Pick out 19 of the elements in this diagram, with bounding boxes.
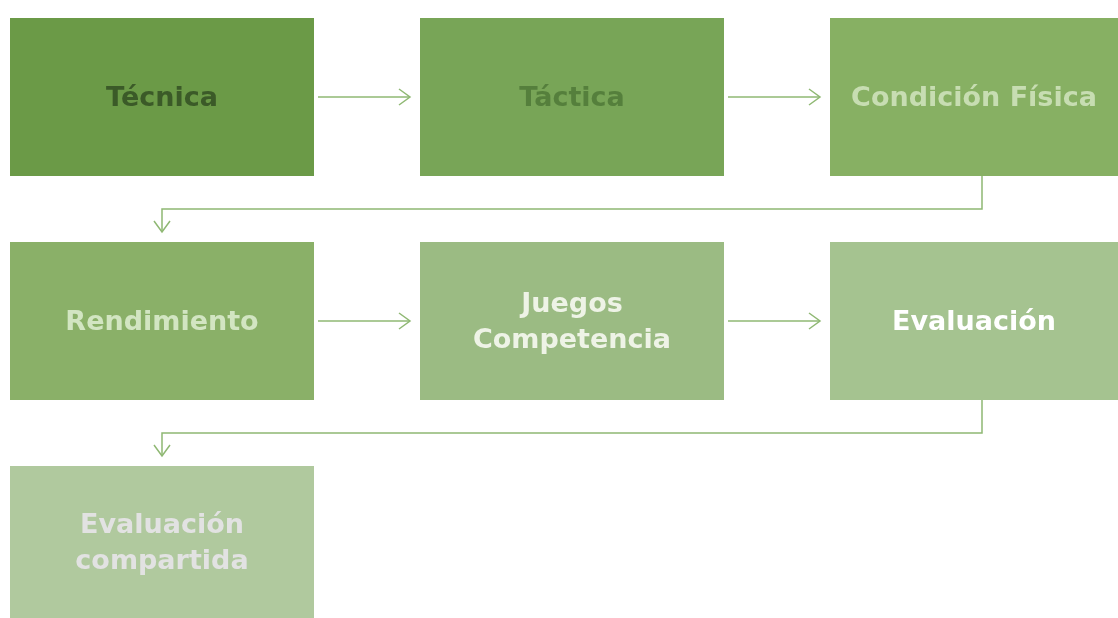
arrow: [317, 88, 411, 106]
arrow: [727, 312, 821, 330]
box-label: Evaluación compartida: [74, 506, 250, 577]
process-box: [830, 18, 1118, 176]
arrow: [153, 399, 983, 457]
process-box: [10, 18, 314, 176]
box-label: Rendimiento: [65, 303, 259, 338]
arrow: [153, 175, 983, 233]
arrow: [317, 312, 411, 330]
process-box: [830, 242, 1118, 400]
box-label: Condición Física: [851, 79, 1097, 114]
box-label: Evaluación: [892, 303, 1056, 338]
box-label: Técnica: [106, 79, 218, 114]
process-box: [10, 466, 314, 618]
process-box: [420, 18, 724, 176]
box-label: Juegos Competencia: [471, 285, 673, 356]
process-box: [10, 242, 314, 400]
arrow: [727, 88, 821, 106]
process-box: [420, 242, 724, 400]
